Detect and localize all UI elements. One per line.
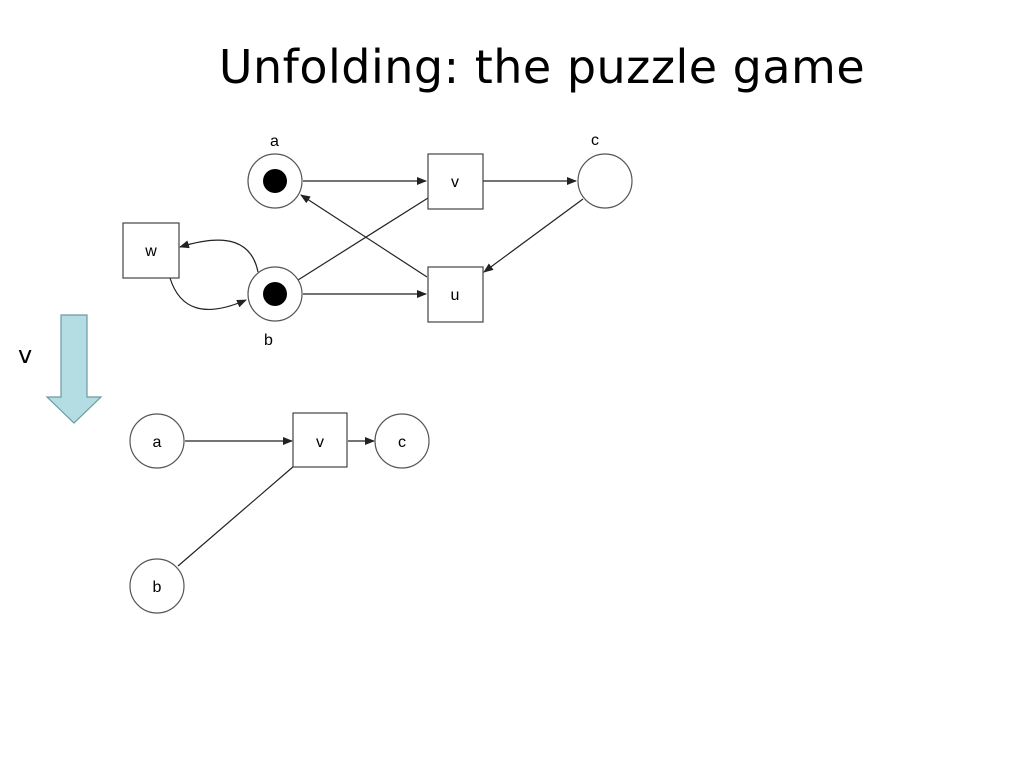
step-arrow: v xyxy=(18,314,103,424)
token-a xyxy=(263,169,287,193)
unfold-transition-v: v xyxy=(292,412,348,468)
transition-u: u xyxy=(427,266,484,323)
unfold-place-a: a xyxy=(129,413,185,469)
place-b-label: b xyxy=(264,332,273,349)
unfold-transition-v-label: v xyxy=(316,434,324,451)
transition-u-label: u xyxy=(451,287,460,304)
unfold-place-c-label: c xyxy=(398,434,406,451)
arc-w-to-b xyxy=(169,277,247,311)
step-label: v xyxy=(18,341,32,369)
arc-b-to-v xyxy=(297,197,429,281)
place-a-label: a xyxy=(270,133,279,150)
original-net: a b c v u xyxy=(122,132,633,349)
unfolding-net: a b c v xyxy=(129,412,430,614)
unfold-place-b: b xyxy=(129,558,185,614)
slide-title: Unfolding: the puzzle game xyxy=(218,40,866,94)
transition-w-label: w xyxy=(144,243,157,260)
unfold-place-b-label: b xyxy=(153,579,162,596)
arc-u-to-a xyxy=(300,194,428,278)
down-arrow-icon xyxy=(45,314,103,424)
transition-v-label: v xyxy=(451,174,459,191)
place-c: c xyxy=(577,132,633,209)
transition-w: w xyxy=(122,222,180,279)
place-b: b xyxy=(247,266,303,349)
token-b xyxy=(263,282,287,306)
unfold-place-c: c xyxy=(374,413,430,469)
arc-b-to-w xyxy=(179,239,259,273)
arc-c-to-u xyxy=(483,198,584,273)
place-a: a xyxy=(247,133,303,209)
unfold-arc-b-to-v xyxy=(177,465,295,567)
transition-v: v xyxy=(427,153,484,210)
place-c-label: c xyxy=(591,132,599,149)
unfold-place-a-label: a xyxy=(153,434,162,451)
